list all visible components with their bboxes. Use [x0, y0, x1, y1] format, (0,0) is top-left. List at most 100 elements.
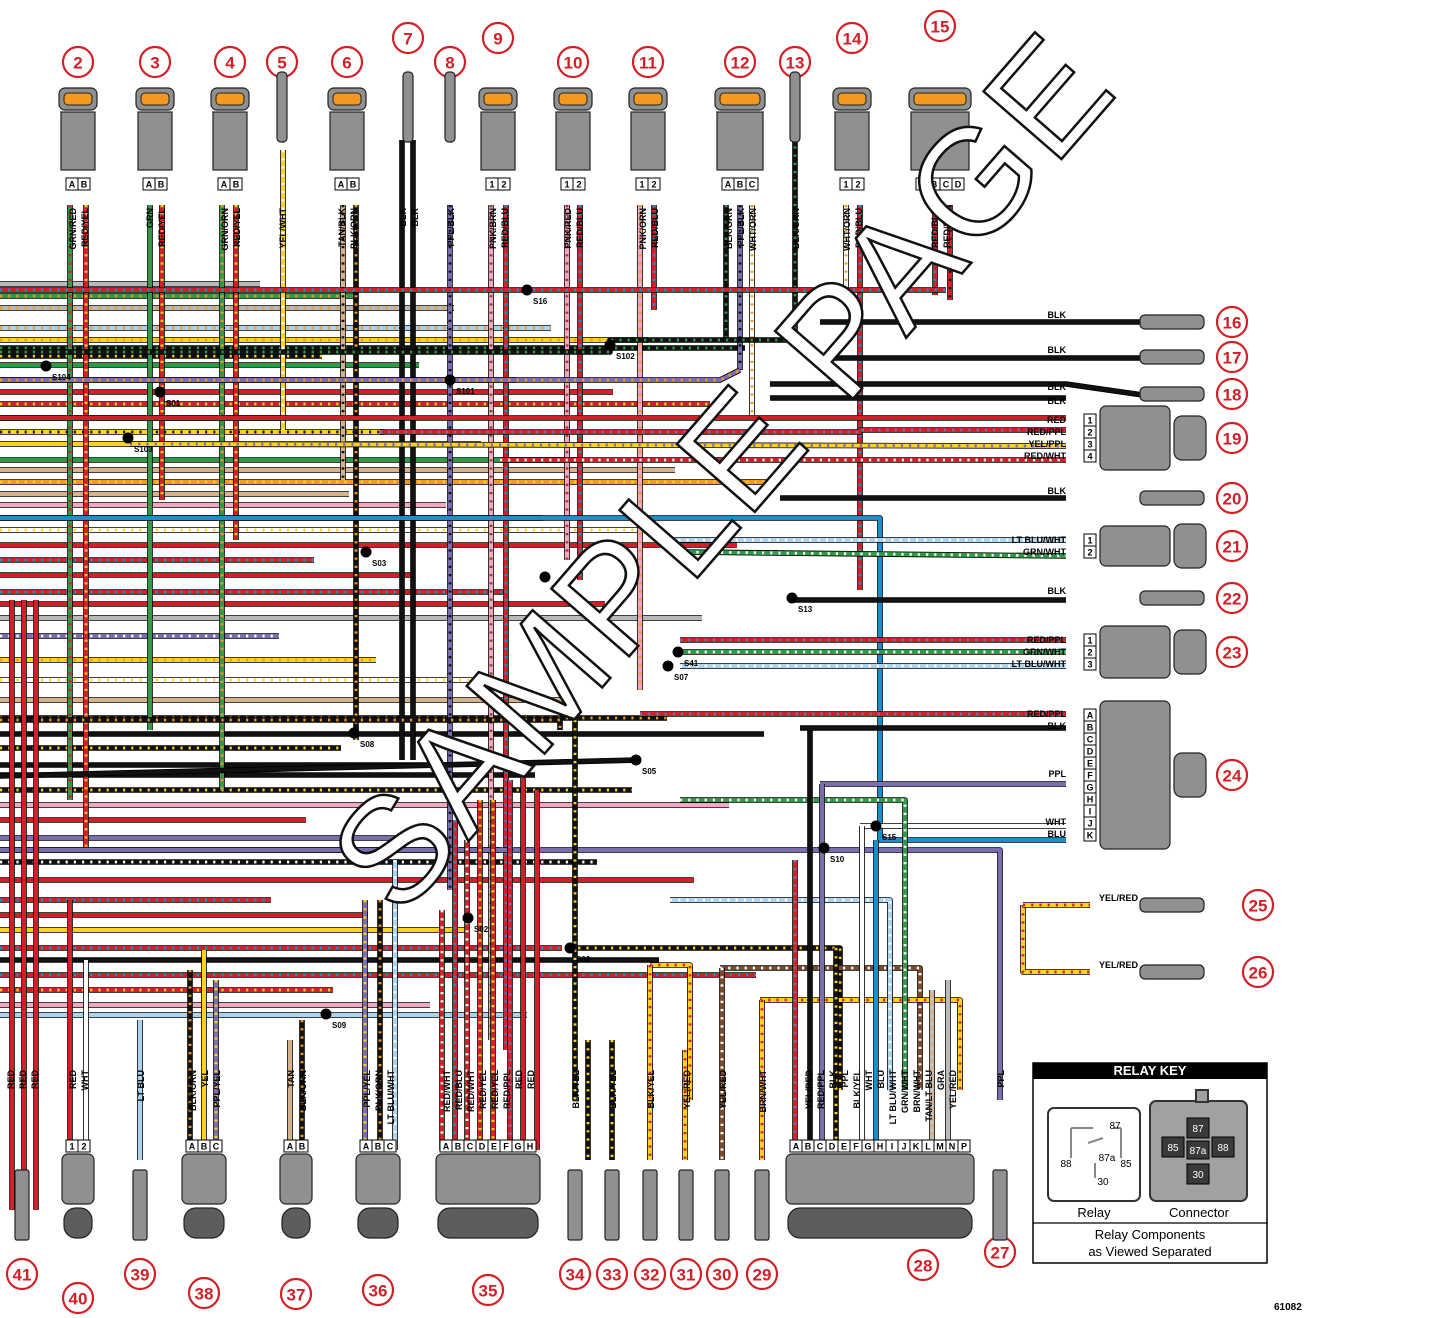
- wire-label: RED/YEL: [80, 208, 90, 248]
- connector-housing: [1099, 625, 1171, 679]
- terminal: [1139, 386, 1205, 402]
- wire-label: YEL/PPL: [1028, 439, 1066, 449]
- pin-label: D: [479, 1142, 486, 1152]
- wire-label: RED/YEL: [490, 1070, 500, 1110]
- splice-dot: [462, 912, 474, 924]
- wire-label: BLK/ORN: [374, 1070, 384, 1111]
- connector-number-text: 4: [225, 54, 235, 73]
- connector-number: [835, 21, 869, 55]
- wire-label: RED/BLU: [854, 208, 864, 248]
- connector-face: [437, 1207, 539, 1239]
- pin-label: A: [919, 180, 926, 190]
- connector-cavities: [1161, 1117, 1235, 1185]
- wire-label: BLK/ORN: [188, 1070, 198, 1111]
- connector-housing: [785, 1153, 975, 1205]
- splice-label: S09: [826, 365, 841, 374]
- splice-label: S10: [830, 855, 845, 864]
- connector-body: [910, 111, 970, 171]
- wire-label: RED/WHT: [442, 1070, 452, 1112]
- splice-label: S08: [360, 740, 375, 749]
- wire-label: PNK/BRN: [488, 208, 498, 249]
- relay-caption-1: Relay Components: [1095, 1227, 1206, 1242]
- connector-number: [391, 21, 425, 55]
- pin-label: A: [146, 180, 153, 190]
- wire-label: BLK/ORN: [349, 208, 359, 249]
- pin-label: 2: [501, 180, 506, 190]
- pin-label: A: [793, 1142, 800, 1152]
- splice-label: S09: [332, 1021, 347, 1030]
- connector-number-text: 2: [73, 54, 82, 73]
- wire: [0, 516, 1066, 842]
- terminal: [789, 71, 801, 143]
- connector-number: [705, 1257, 739, 1291]
- wire-label: RED/BLU: [575, 208, 585, 248]
- connector-number: [5, 1257, 39, 1291]
- pin-label: A: [221, 180, 228, 190]
- connector-number-text: 10: [564, 54, 583, 73]
- connector-number-text: 29: [753, 1266, 772, 1285]
- pin-label: B: [805, 1142, 812, 1152]
- splice-label: S41: [684, 659, 699, 668]
- wire-label: BLK/GRN: [791, 208, 801, 249]
- wire-label: PPL/BLK: [446, 208, 456, 247]
- splice-dot: [662, 660, 674, 672]
- terminal: [604, 1169, 620, 1241]
- wire-label: PNK/RED: [563, 208, 573, 249]
- wire-label: BLK: [1048, 310, 1067, 320]
- wire-label: RED: [30, 1070, 40, 1090]
- wire-label: RED/PPL: [1027, 635, 1067, 645]
- relay-pin-87: 87: [1109, 1121, 1121, 1132]
- connector-number: [1215, 340, 1249, 374]
- pin-label: A: [338, 180, 345, 190]
- pin-label: B: [350, 180, 357, 190]
- connector-number-text: 6: [342, 54, 351, 73]
- connector-face: [837, 92, 867, 106]
- splice-dot: [40, 360, 52, 372]
- wire-label: BLK: [398, 208, 408, 227]
- connector-number: [1215, 758, 1249, 792]
- pin-label: 1: [564, 180, 569, 190]
- pin-label: B: [158, 180, 165, 190]
- wire-label: YEL/RED: [682, 1070, 692, 1110]
- pin-label: A: [363, 1142, 370, 1152]
- connector-face: [63, 1207, 93, 1239]
- wire-label: BLU: [876, 1070, 886, 1089]
- wire-label: GRN/RED: [68, 208, 78, 250]
- relay-key-title: RELAY KEY: [1114, 1063, 1187, 1078]
- wire-label: PPL/YEL: [212, 1070, 222, 1108]
- splice-label: S104: [52, 373, 71, 382]
- connector-number: [923, 9, 957, 43]
- terminal: [678, 1169, 694, 1241]
- wire-label: RED/YEL: [232, 208, 242, 248]
- pin-label: B: [455, 1142, 462, 1152]
- connector-number: [213, 45, 247, 79]
- connector-number-text: 37: [287, 1286, 306, 1305]
- splice-label: S103: [134, 445, 153, 454]
- connector-number-text: 21: [1223, 538, 1242, 557]
- connector-number: [330, 45, 364, 79]
- connector-body: [555, 111, 591, 171]
- connector-number: [1241, 888, 1275, 922]
- connector-number-text: 15: [931, 18, 950, 37]
- connector-face: [1173, 752, 1207, 798]
- connector-number: [138, 45, 172, 79]
- pin-label: 2: [81, 1142, 86, 1152]
- wire-label: RED/PPL: [1027, 709, 1067, 719]
- wire-label: WHT: [1046, 817, 1067, 827]
- connector-number-text: 5: [277, 54, 286, 73]
- connector-housing: [181, 1153, 227, 1205]
- pin-label: H: [527, 1142, 534, 1152]
- pin-label: F: [503, 1142, 509, 1152]
- connector-number-text: 8: [445, 54, 454, 73]
- pin-label: L: [925, 1142, 931, 1152]
- wire: [770, 382, 1151, 398]
